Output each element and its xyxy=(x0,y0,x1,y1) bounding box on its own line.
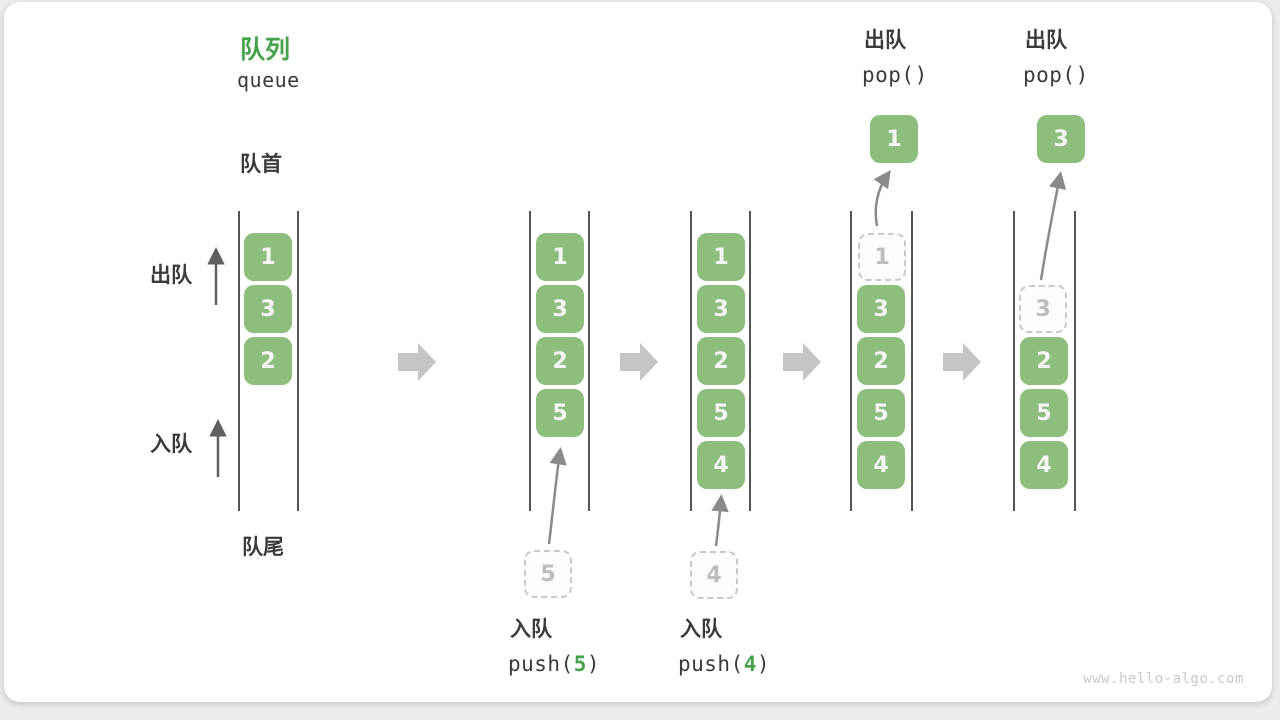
queue-cell: 4 xyxy=(857,441,905,489)
queue-wall xyxy=(529,211,531,511)
queue-cell: 3 xyxy=(244,285,292,333)
code-arg: 4 xyxy=(743,652,757,676)
queue-wall xyxy=(1074,211,1076,511)
incoming-cell-ghost: 4 xyxy=(690,551,738,599)
queue-cell: 5 xyxy=(697,389,745,437)
op-label-dequeue: 出队 xyxy=(1025,28,1067,52)
watermark: www.hello-algo.com xyxy=(1083,671,1244,687)
queue-cell: 1 xyxy=(697,233,745,281)
queue-cell: 2 xyxy=(697,337,745,385)
queue-cell: 3 xyxy=(857,285,905,333)
queue-cell: 3 xyxy=(697,285,745,333)
page-title: 队列 xyxy=(240,35,291,64)
code-close: ) xyxy=(756,652,771,676)
removed-cell-ghost: 1 xyxy=(858,233,906,281)
label-enqueue-side: 入队 xyxy=(150,432,192,456)
queue-cell: 5 xyxy=(1020,389,1068,437)
op-code-push-5: push(5) xyxy=(508,652,600,676)
label-queue-rear: 队尾 xyxy=(242,535,284,559)
op-code-pop: pop() xyxy=(862,63,928,87)
op-label-enqueue: 入队 xyxy=(680,617,722,641)
queue-cell: 1 xyxy=(536,233,584,281)
queue-cell: 5 xyxy=(536,389,584,437)
removed-cell-ghost: 3 xyxy=(1019,285,1067,333)
queue-wall xyxy=(690,211,692,511)
queue-cell: 4 xyxy=(1020,441,1068,489)
queue-wall xyxy=(1013,211,1015,511)
popped-cell: 3 xyxy=(1037,115,1085,163)
queue-wall xyxy=(238,211,240,511)
label-queue-front: 队首 xyxy=(240,152,282,176)
code-arg: 5 xyxy=(573,652,587,676)
queue-wall xyxy=(850,211,852,511)
code-close: ) xyxy=(586,652,601,676)
page-subtitle: queue xyxy=(237,68,300,92)
label-dequeue-side: 出队 xyxy=(150,263,192,287)
queue-cell: 3 xyxy=(536,285,584,333)
queue-cell: 1 xyxy=(244,233,292,281)
diagram-card xyxy=(4,2,1272,702)
code-fn: push( xyxy=(508,652,574,676)
queue-cell: 4 xyxy=(697,441,745,489)
queue-cell: 5 xyxy=(857,389,905,437)
op-code-pop: pop() xyxy=(1023,63,1089,87)
queue-cell: 2 xyxy=(1020,337,1068,385)
op-label-enqueue: 入队 xyxy=(510,617,552,641)
code-fn: push( xyxy=(678,652,744,676)
queue-cell: 2 xyxy=(536,337,584,385)
popped-cell: 1 xyxy=(870,115,918,163)
queue-wall xyxy=(749,211,751,511)
queue-cell: 2 xyxy=(857,337,905,385)
op-label-dequeue: 出队 xyxy=(864,28,906,52)
op-code-push-4: push(4) xyxy=(678,652,770,676)
queue-wall xyxy=(588,211,590,511)
queue-wall xyxy=(297,211,299,511)
queue-cell: 2 xyxy=(244,337,292,385)
queue-wall xyxy=(911,211,913,511)
incoming-cell-ghost: 5 xyxy=(524,550,572,598)
